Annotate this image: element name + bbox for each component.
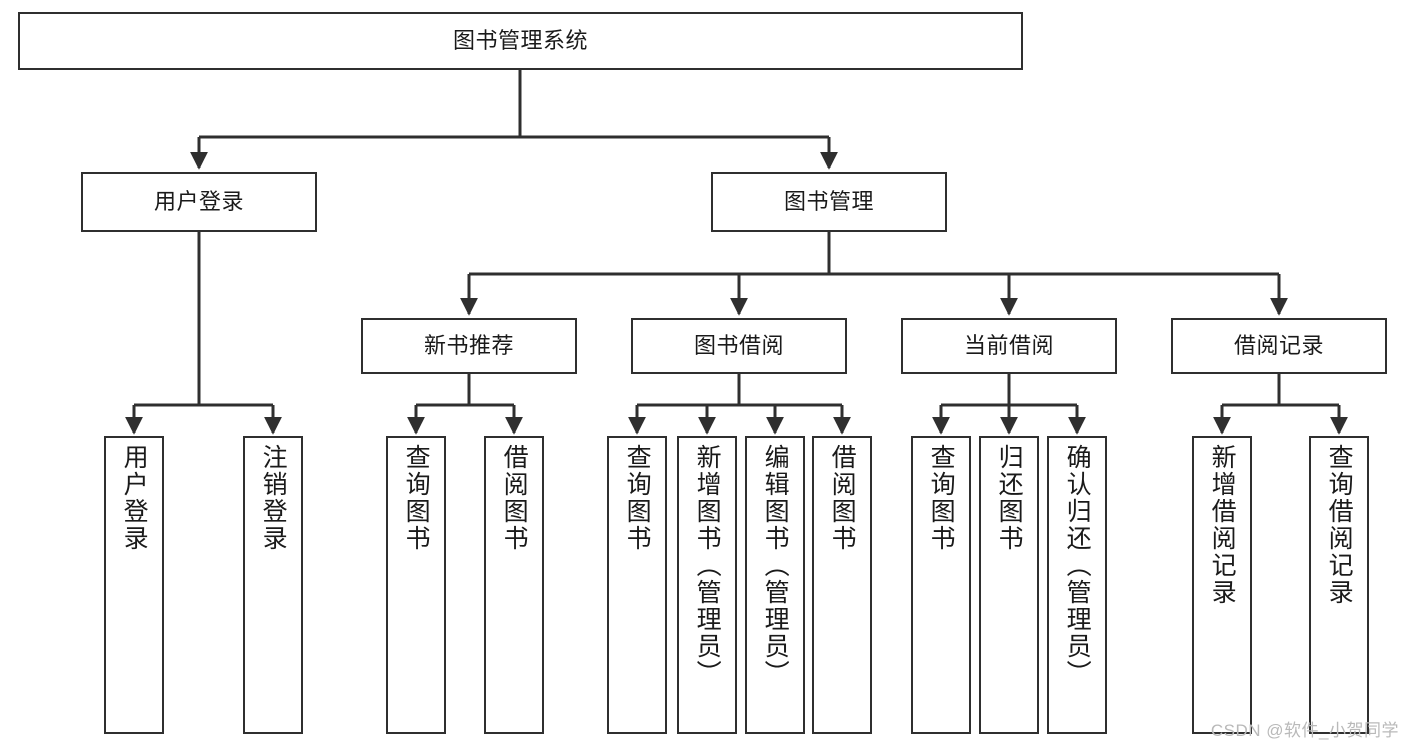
node-label: 借阅图书 <box>500 444 529 552</box>
node-leaf-query-books-borrow[interactable]: 查询图书 <box>607 436 667 734</box>
node-current-borrowing[interactable]: 当前借阅 <box>901 318 1117 374</box>
node-label: 注销登录 <box>259 444 288 552</box>
node-label: 查询图书 <box>623 444 652 552</box>
node-leaf-add-borrow-record[interactable]: 新增借阅记录 <box>1192 436 1252 734</box>
node-leaf-query-books-current[interactable]: 查询图书 <box>911 436 971 734</box>
node-leaf-add-book-admin[interactable]: 新增图书（管理员） <box>677 436 737 734</box>
node-leaf-logout[interactable]: 注销登录 <box>243 436 303 734</box>
node-label: 编辑图书（管理员） <box>761 444 790 687</box>
node-label: 查询借阅记录 <box>1325 444 1354 606</box>
node-leaf-borrow-books[interactable]: 借阅图书 <box>812 436 872 734</box>
node-label: 借阅图书 <box>828 444 857 552</box>
node-leaf-edit-book-admin[interactable]: 编辑图书（管理员） <box>745 436 805 734</box>
node-label: 新增借阅记录 <box>1208 444 1237 606</box>
node-leaf-confirm-return-admin[interactable]: 确认归还（管理员） <box>1047 436 1107 734</box>
node-label: 用户登录 <box>153 188 244 214</box>
node-label: 当前借阅 <box>963 332 1054 358</box>
node-leaf-borrow-books-recommend[interactable]: 借阅图书 <box>484 436 544 734</box>
node-label: 确认归还（管理员） <box>1063 444 1092 687</box>
node-label: 图书管理系统 <box>452 27 588 53</box>
node-label: 图书借阅 <box>693 332 784 358</box>
node-leaf-query-books-recommend[interactable]: 查询图书 <box>386 436 446 734</box>
node-label: 查询图书 <box>402 444 431 552</box>
node-leaf-return-books[interactable]: 归还图书 <box>979 436 1039 734</box>
node-label: 用户登录 <box>120 444 149 552</box>
watermark-text: CSDN @软件_小贺同学 <box>1210 721 1399 740</box>
node-root-book-management-system[interactable]: 图书管理系统 <box>18 12 1023 70</box>
node-label: 新增图书（管理员） <box>693 444 722 687</box>
node-label: 图书管理 <box>783 188 874 214</box>
node-leaf-query-borrow-record[interactable]: 查询借阅记录 <box>1309 436 1369 734</box>
node-label: 归还图书 <box>995 444 1024 552</box>
node-book-management[interactable]: 图书管理 <box>711 172 947 232</box>
node-book-borrowing[interactable]: 图书借阅 <box>631 318 847 374</box>
node-user-login[interactable]: 用户登录 <box>81 172 317 232</box>
node-label: 查询图书 <box>927 444 956 552</box>
node-new-book-recommendation[interactable]: 新书推荐 <box>361 318 577 374</box>
node-label: 借阅记录 <box>1233 332 1324 358</box>
node-leaf-user-login[interactable]: 用户登录 <box>104 436 164 734</box>
node-borrow-records[interactable]: 借阅记录 <box>1171 318 1387 374</box>
node-label: 新书推荐 <box>423 332 514 358</box>
